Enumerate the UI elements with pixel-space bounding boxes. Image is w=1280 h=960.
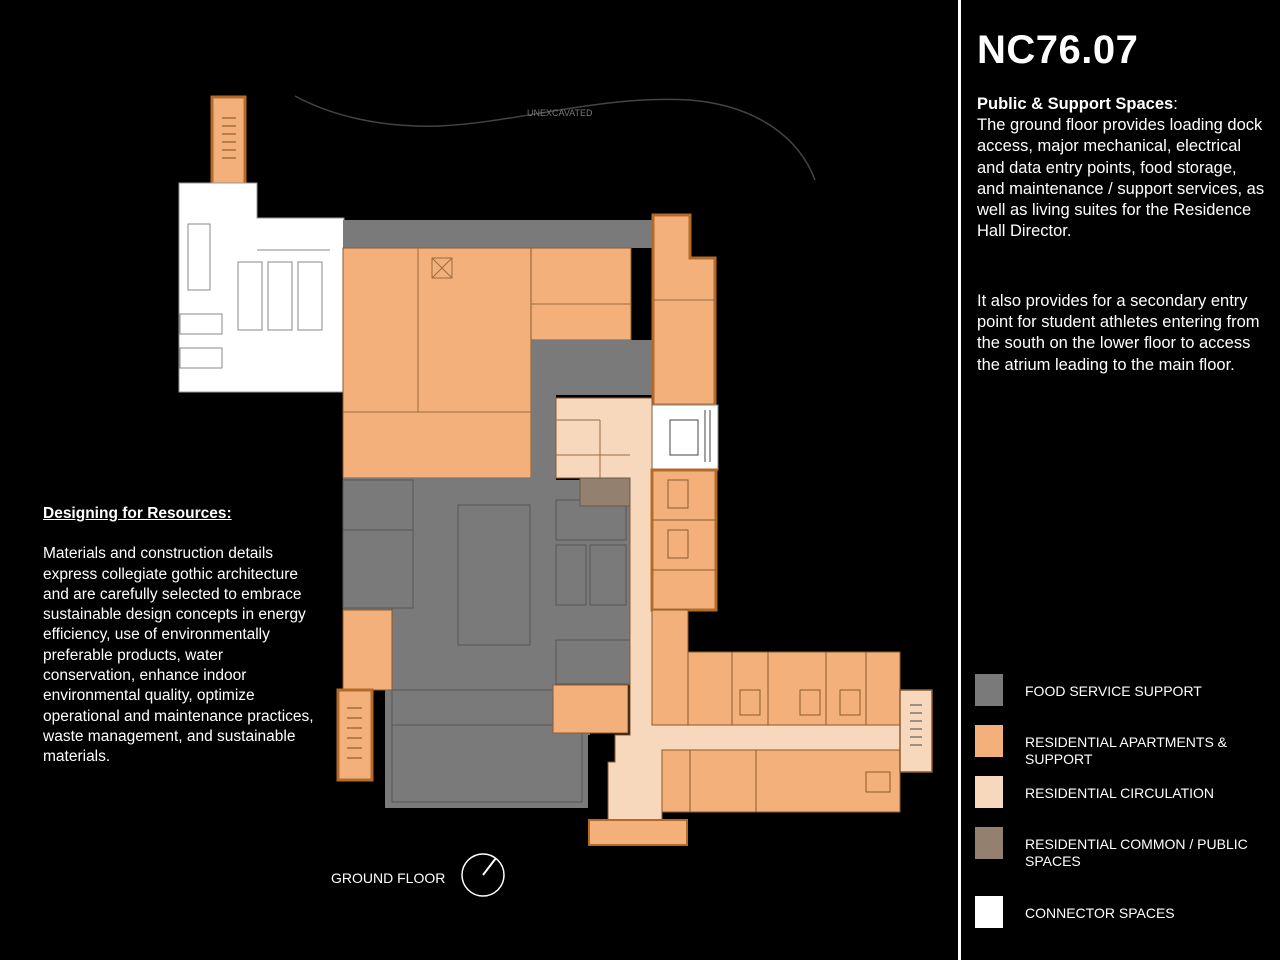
resources-body: Materials and construction details expre… [43,545,314,766]
east-stair [899,689,933,773]
residential-common [579,477,631,507]
legend-label: FOOD SERVICE SUPPORT [1025,683,1202,699]
food-service-south [372,646,590,808]
floor-plan: UNEXCAVATED [178,95,933,897]
public-support-paragraph-2: It also provides for a secondary entry p… [977,292,1260,374]
legend-label: RESIDENTIAL APARTMENTS & SUPPORT [1025,734,1228,767]
residential-north-rooms [530,247,632,341]
unexcavated-label: UNEXCAVATED [527,108,593,118]
legend-item-residential-circulation: RESIDENTIAL CIRCULATION [975,776,1275,808]
west-stair [336,688,374,782]
residential-se-wing-south [661,749,901,813]
resources-block: Designing for Resources: Materials and c… [43,504,318,768]
residential-se-wing-north [687,651,901,726]
food-service-core [531,340,653,480]
north-arrow-icon [461,853,505,897]
north-stair [210,95,247,187]
unexcavated-boundary [294,95,816,181]
public-support-paragraph-1: The ground floor provides loading dock a… [977,116,1265,241]
legend-swatch [975,896,1003,928]
divider [958,0,961,960]
public-support-block: Public & Support Spaces: The ground floo… [977,94,1267,242]
residential-east-apartments [650,468,718,612]
legend-label: CONNECTOR SPACES [1025,905,1175,921]
legend-swatch [975,776,1003,808]
legend-swatch [975,674,1003,706]
residential-east-lower [651,609,689,726]
legend-item-residential-common: RESIDENTIAL COMMON / PUBLIC SPACES [975,827,1275,869]
resources-heading: Designing for Resources: [43,505,232,522]
legend-label: RESIDENTIAL CIRCULATION [1025,785,1215,801]
legend-item-residential-apartments: RESIDENTIAL APARTMENTS & SUPPORT [975,725,1275,767]
public-support-heading-colon: : [1173,95,1178,113]
residential-nw-block [342,247,532,479]
residential-west [342,609,393,691]
food-service-north [343,220,653,248]
legend-item-connector: CONNECTOR SPACES [975,896,1275,928]
legend-label: RESIDENTIAL COMMON / PUBLIC SPACES [1025,836,1248,869]
floor-label: GROUND FLOOR [331,870,446,886]
residential-ne-wing [651,213,717,407]
sheet-title: NC76.07 [977,28,1139,72]
legend-item-food-service: FOOD SERVICE SUPPORT [975,674,1275,706]
connector-stair [651,404,719,471]
public-support-heading: Public & Support Spaces [977,95,1174,113]
residential-south-room [552,684,629,734]
south-entry [588,819,688,846]
food-service-restrooms [553,480,633,685]
legend-swatch [975,827,1003,859]
legend-swatch [975,725,1003,757]
